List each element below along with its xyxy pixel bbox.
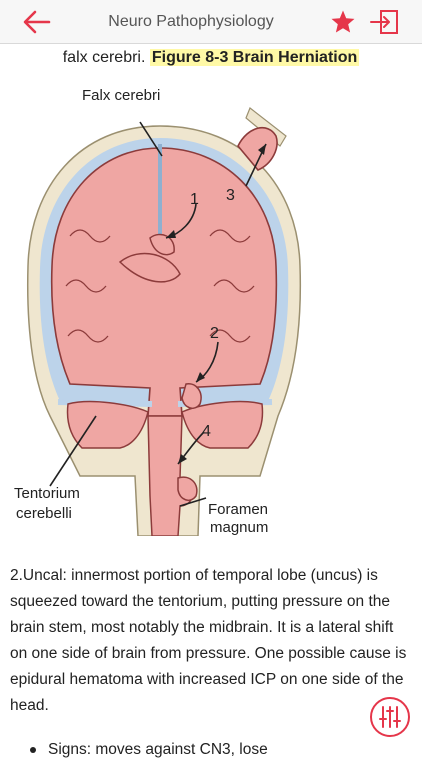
label-foramen-line2: magnum — [210, 519, 268, 536]
exit-icon — [370, 10, 398, 34]
top-nav-bar: Neuro Pathophysiology — [0, 0, 422, 44]
label-number-2: 2 — [210, 325, 219, 342]
label-tentorium-line1: Tentorium — [14, 485, 80, 502]
settings-fab-button[interactable] — [370, 697, 410, 737]
label-falx-cerebri: Falx cerebri — [82, 87, 160, 104]
page-title: Neuro Pathophysiology — [108, 13, 274, 30]
label-number-4: 4 — [202, 423, 211, 440]
sliders-icon — [379, 706, 401, 728]
exit-button[interactable] — [369, 9, 399, 35]
star-icon — [331, 10, 355, 33]
back-arrow-icon — [23, 10, 51, 34]
caption-lead-text: falx cerebri. — [62, 49, 146, 66]
body-paragraph: 2.Uncal: innermost portion of temporal l… — [10, 567, 407, 714]
bullet-item: Signs: moves against CN3, lose — [30, 737, 410, 763]
label-tentorium-line2: cerebelli — [16, 505, 72, 522]
figure-caption-line: falx cerebri. Figure 8-3 Brain Herniatio… — [0, 44, 422, 72]
figure-title-highlight: Figure 8-3 Brain Herniation — [149, 49, 360, 66]
favorite-button[interactable] — [330, 9, 356, 35]
back-button[interactable] — [22, 9, 52, 35]
label-number-1: 1 — [190, 191, 199, 208]
label-number-3: 3 — [226, 187, 235, 204]
brain-herniation-figure: Falx cerebri Tentorium cerebelli Foramen… — [10, 86, 314, 536]
label-foramen-line1: Foramen — [208, 501, 268, 518]
